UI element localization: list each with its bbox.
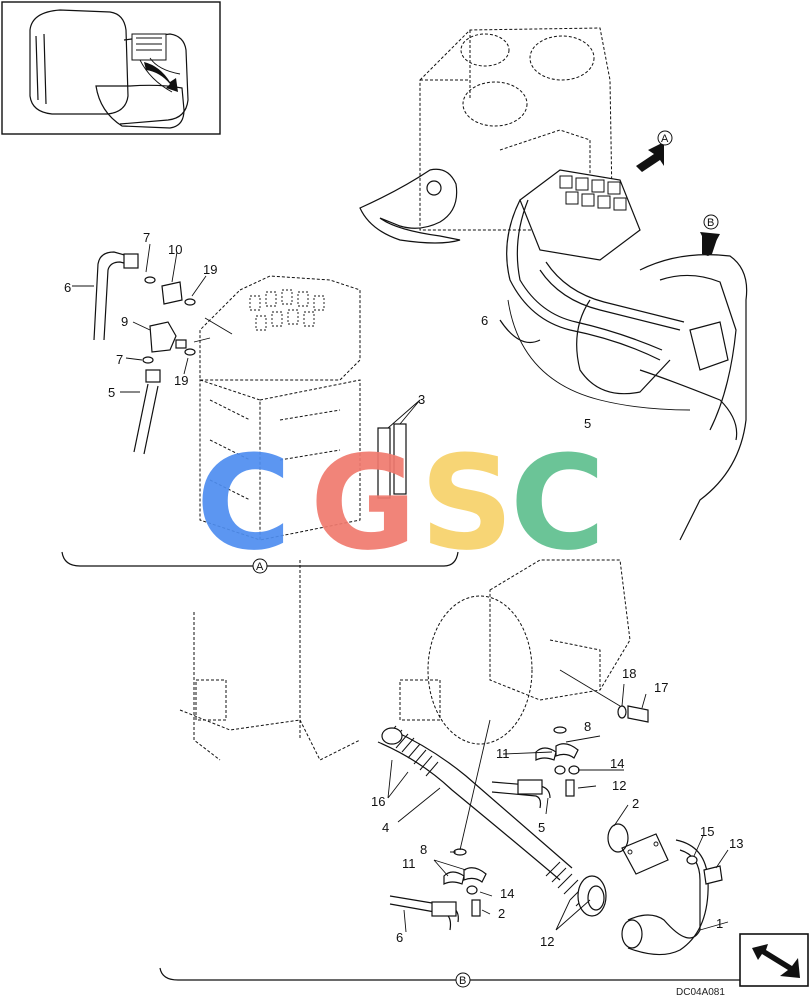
detail-b xyxy=(159,559,740,981)
callout: 1 xyxy=(716,916,723,931)
section-ref: B xyxy=(459,975,466,987)
watermark-letter: C xyxy=(196,427,291,579)
callout-labels: 6 5 A B 6 7 10 19 9 7 19 5 3 A 18 17 8 1… xyxy=(64,133,743,988)
callout: 12 xyxy=(540,934,554,949)
callout: 6 xyxy=(396,930,403,945)
callout: 18 xyxy=(622,666,636,681)
main-assembly xyxy=(359,27,748,541)
callout: 5 xyxy=(538,820,545,835)
section-ref: A xyxy=(256,561,264,573)
callout: 6 xyxy=(64,280,71,295)
view-arrow-a-icon xyxy=(636,130,673,172)
watermark-letter: S xyxy=(420,427,514,579)
callout: 2 xyxy=(632,796,639,811)
next-page-arrow-icon[interactable] xyxy=(739,933,809,987)
watermark: C G S C xyxy=(196,427,605,579)
callout: 7 xyxy=(143,230,150,245)
callout: 10 xyxy=(168,242,182,257)
callout: 5 xyxy=(108,385,115,400)
callout: 11 xyxy=(402,856,416,871)
callout: 14 xyxy=(500,886,514,901)
callout: 9 xyxy=(121,314,128,329)
callout: 14 xyxy=(610,756,624,771)
callout: 5 xyxy=(584,416,591,431)
section-ref: A xyxy=(661,133,669,145)
watermark-letter: G xyxy=(310,427,417,579)
machine-overview-icon xyxy=(1,1,221,135)
callout: 19 xyxy=(174,373,188,388)
drawing-code: DC04A081 xyxy=(676,987,725,998)
callout: 13 xyxy=(729,836,743,851)
callout: 2 xyxy=(498,906,505,921)
watermark-letter: C xyxy=(510,427,605,579)
callout: 11 xyxy=(496,746,510,761)
callout: 15 xyxy=(700,824,714,839)
section-ref: B xyxy=(707,217,714,229)
callout: 17 xyxy=(654,680,668,695)
callout: 8 xyxy=(420,842,427,857)
callout: 19 xyxy=(203,262,217,277)
callout: 3 xyxy=(418,392,425,407)
callout: 6 xyxy=(481,313,488,328)
callout: 7 xyxy=(116,352,123,367)
callout: 12 xyxy=(612,778,626,793)
view-arrow-b-icon xyxy=(700,214,720,256)
callout: 8 xyxy=(584,719,591,734)
callout: 16 xyxy=(371,794,385,809)
callout: 4 xyxy=(382,820,389,835)
